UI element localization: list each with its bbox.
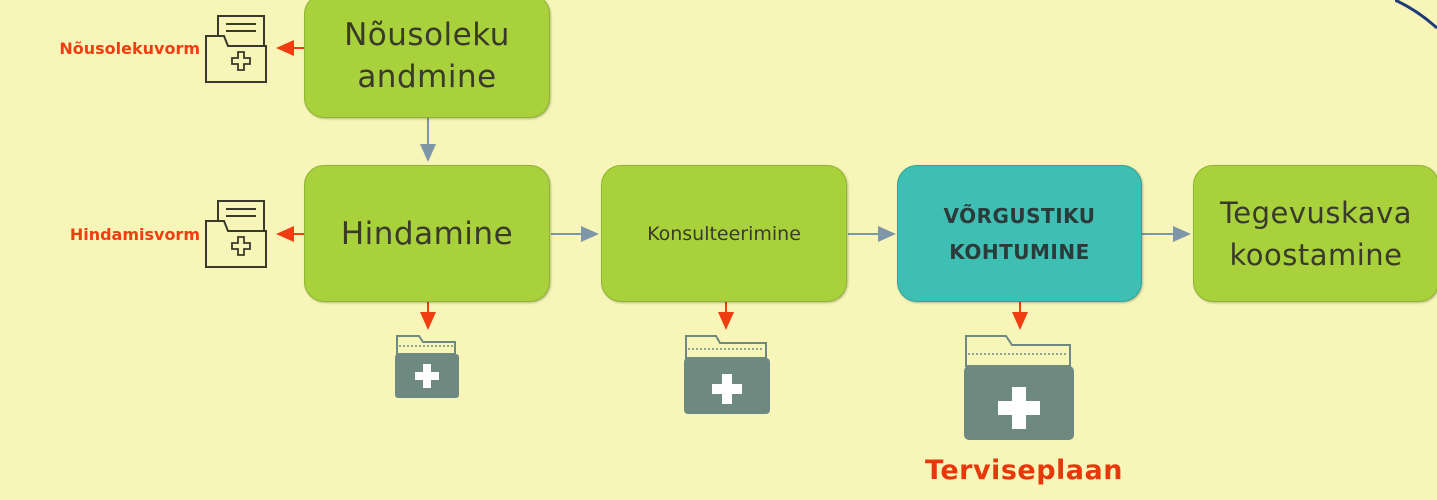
assessment-form-label: Hindamisvorm xyxy=(69,225,200,244)
step-network-meeting: VÕRGUSTIKU KOHTUMINE xyxy=(897,165,1142,302)
consent-form-label: Nõusolekuvorm xyxy=(59,39,200,58)
document-folder-icon xyxy=(205,15,267,83)
step-network-meeting-label: VÕRGUSTIKU KOHTUMINE xyxy=(943,203,1096,264)
medical-folder-icon xyxy=(964,335,1074,440)
step-consent: Nõusoleku andmine xyxy=(304,0,550,118)
step-action-plan-label: Tegevuskava koostamine xyxy=(1219,195,1413,272)
document-folder-icon xyxy=(205,200,267,268)
step-assessment-label: Hindamine xyxy=(340,215,514,252)
corner-decoration xyxy=(1395,0,1437,30)
health-plan-label: Terviseplaan xyxy=(925,455,1123,486)
medical-folder-icon xyxy=(395,335,459,398)
medical-folder-icon xyxy=(684,335,770,414)
step-action-plan: Tegevuskava koostamine xyxy=(1193,165,1437,302)
step-consulting: Konsulteerimine xyxy=(601,165,847,302)
step-assessment: Hindamine xyxy=(304,165,550,302)
step-consent-label: Nõusoleku andmine xyxy=(344,17,510,95)
step-consulting-label: Konsulteerimine xyxy=(647,222,801,245)
